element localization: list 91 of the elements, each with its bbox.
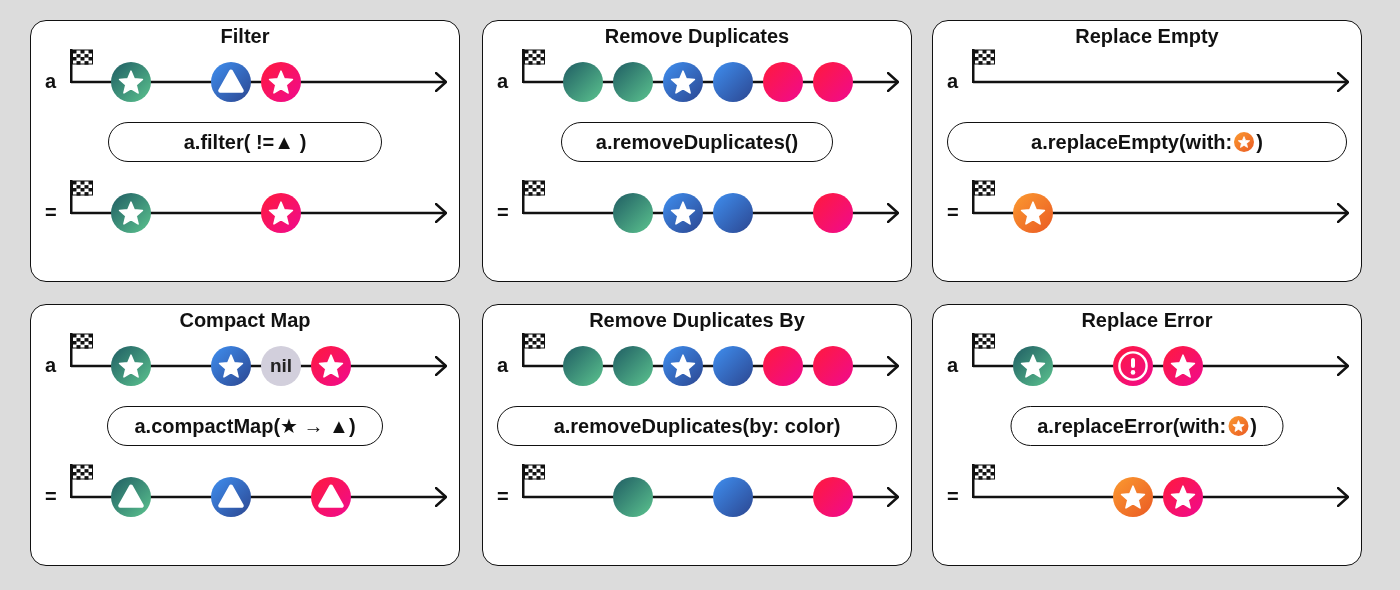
marble: [763, 62, 803, 102]
timeline-arrow: [973, 71, 1350, 93]
card-title: Replace Error: [1080, 309, 1214, 332]
star-marble: [261, 62, 301, 102]
star-marble: [111, 193, 151, 233]
checkered-flag-icon: [70, 180, 94, 214]
star-marble: [1013, 346, 1053, 386]
marble: [713, 346, 753, 386]
stream-label: a: [947, 353, 960, 377]
checkered-flag-icon: [522, 180, 546, 214]
card-title: Filter: [219, 25, 271, 48]
operator-pill: [561, 122, 833, 162]
star-marble: [1163, 346, 1203, 386]
marble: [813, 346, 853, 386]
star-marble: [663, 62, 703, 102]
nil-marble: nil: [261, 346, 301, 386]
stream-label: a: [947, 69, 960, 93]
operator-card: [932, 304, 1362, 566]
card-title: Remove Duplicates: [603, 25, 791, 48]
checkered-flag-icon: [972, 464, 996, 498]
operator-pill: [1010, 406, 1284, 446]
checkered-flag-icon: [70, 49, 94, 83]
marble: [813, 193, 853, 233]
marble: [613, 477, 653, 517]
operator-pill: [497, 406, 897, 446]
triangle-marble: [111, 477, 151, 517]
operator-card: [482, 304, 912, 566]
checkered-flag-icon: [70, 464, 94, 498]
stream-label: =: [45, 200, 58, 224]
star-marble: [111, 346, 151, 386]
stream-label: a: [497, 69, 510, 93]
operator-text: a.removeDuplicates(by: color): [553, 414, 841, 438]
operator-text: ): [1250, 414, 1257, 438]
operator-text: a.removeDuplicates(): [595, 130, 799, 154]
star-marble: [261, 193, 301, 233]
star-marble-icon: [1234, 132, 1255, 152]
checkered-flag-icon: [972, 180, 996, 214]
stream-label: =: [497, 484, 510, 508]
operator-card: [30, 20, 460, 282]
marble: [563, 62, 603, 102]
operator-text: a.filter( !=▲ ): [183, 130, 307, 154]
error-marble: [1113, 346, 1153, 386]
operator-card: [482, 20, 912, 282]
operator-pill: [108, 122, 382, 162]
stream-label: a: [45, 353, 58, 377]
star-marble: [111, 62, 151, 102]
marble: [563, 346, 603, 386]
checkered-flag-icon: [972, 49, 996, 83]
star-marble: [663, 346, 703, 386]
operator-text: ): [1256, 130, 1263, 154]
stream-label: a: [497, 353, 510, 377]
star-marble: [663, 193, 703, 233]
marble: [813, 62, 853, 102]
stream-label: a: [45, 69, 58, 93]
triangle-marble: [211, 62, 251, 102]
stream-label: =: [45, 484, 58, 508]
timeline-arrow: [973, 486, 1350, 508]
marble: [713, 477, 753, 517]
checkered-flag-icon: [972, 333, 996, 367]
operator-card: [932, 20, 1362, 282]
triangle-marble: [311, 477, 351, 517]
star-marble: [1113, 477, 1153, 517]
star-marble-icon: [1228, 416, 1249, 436]
marble: [613, 193, 653, 233]
operator-pill: [947, 122, 1347, 162]
operator-text: a.replaceEmpty(with:: [1031, 130, 1233, 154]
operator-card: [30, 304, 460, 566]
marble: [613, 62, 653, 102]
operator-pill: [107, 406, 383, 446]
checkered-flag-icon: [522, 464, 546, 498]
operator-text: a.compactMap(★ → ▲): [134, 414, 356, 438]
card-title: Compact Map: [178, 309, 312, 332]
stream-label: =: [497, 200, 510, 224]
star-marble: [1013, 193, 1053, 233]
marble: [613, 346, 653, 386]
checkered-flag-icon: [70, 333, 94, 367]
marble: [713, 193, 753, 233]
stream-label: =: [947, 484, 960, 508]
operator-text: a.replaceError(with:: [1037, 414, 1227, 438]
marble: [813, 477, 853, 517]
star-marble: [311, 346, 351, 386]
triangle-marble: [211, 477, 251, 517]
checkered-flag-icon: [522, 333, 546, 367]
marble: [713, 62, 753, 102]
star-marble: [211, 346, 251, 386]
stream-label: =: [947, 200, 960, 224]
card-title: Replace Empty: [1074, 25, 1220, 48]
marble: [763, 346, 803, 386]
card-title: Remove Duplicates By: [588, 309, 806, 332]
checkered-flag-icon: [522, 49, 546, 83]
star-marble: [1163, 477, 1203, 517]
